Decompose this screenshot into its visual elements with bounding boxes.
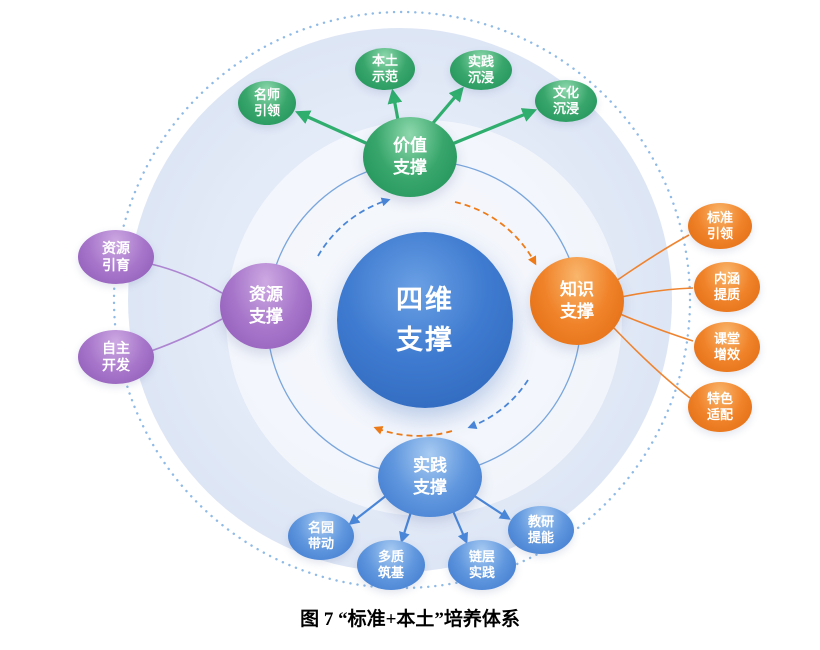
flow-arc-blue-top xyxy=(317,197,391,257)
satellite-practice-3: 教研 提能 xyxy=(508,506,574,554)
arrow-to-practice-immersion xyxy=(431,86,464,125)
node-resource-support: 资源 支撑 xyxy=(220,263,312,349)
satellite-resource-1: 自主 开发 xyxy=(78,330,154,384)
satellite-practice-0: 名园 带动 xyxy=(288,512,354,560)
satellite-knowledge-1: 内涵 提质 xyxy=(694,262,760,312)
arrow-to-mentor-leading xyxy=(294,110,369,146)
satellite-value-0: 名师 引领 xyxy=(238,81,296,125)
practice-connectors xyxy=(348,494,511,545)
line-to-resource-cultivation xyxy=(150,263,223,294)
arrow-to-multi-quality xyxy=(399,511,413,544)
satellite-value-1: 本土 示范 xyxy=(355,48,415,90)
value-connectors xyxy=(294,86,538,146)
arrow-to-culture-immersion xyxy=(451,108,538,146)
satellite-resource-0: 资源 引育 xyxy=(78,230,154,284)
figure-caption: 图 7 “标准+本土”培养体系 xyxy=(300,609,520,630)
line-to-self-development xyxy=(150,318,223,352)
node-knowledge-support: 知识 支撑 xyxy=(530,257,624,345)
node-practice-support: 实践 支撑 xyxy=(378,437,482,517)
resource-connectors xyxy=(150,263,223,352)
satellite-knowledge-2: 课堂 增效 xyxy=(694,322,760,372)
node-value-support: 价值 支撑 xyxy=(363,117,457,197)
flow-arc-orange-right xyxy=(454,201,537,266)
arrow-to-chain-practice xyxy=(451,510,468,545)
knowledge-connectors xyxy=(611,234,694,399)
satellite-knowledge-3: 特色 适配 xyxy=(688,382,752,432)
satellite-value-3: 文化 沉浸 xyxy=(535,80,597,122)
line-to-classroom-efficiency xyxy=(619,313,694,342)
satellite-knowledge-0: 标准 引领 xyxy=(688,203,752,249)
arrow-to-famous-garden xyxy=(348,494,388,526)
arrow-to-local-model xyxy=(387,88,403,121)
outer-dotted-ring xyxy=(112,10,692,590)
satellite-practice-1: 多质 筑基 xyxy=(357,540,425,590)
line-to-content-quality xyxy=(620,287,694,298)
flow-arc-orange-bottom xyxy=(373,426,453,437)
satellite-value-2: 实践 沉浸 xyxy=(450,50,512,90)
node-center-four-dimension: 四维 支撑 xyxy=(337,232,513,408)
line-to-feature-adaptation xyxy=(611,325,691,399)
satellite-practice-2: 链层 实践 xyxy=(448,540,516,590)
arrow-to-research-ability xyxy=(472,494,511,520)
line-to-standard-leading xyxy=(615,234,690,282)
